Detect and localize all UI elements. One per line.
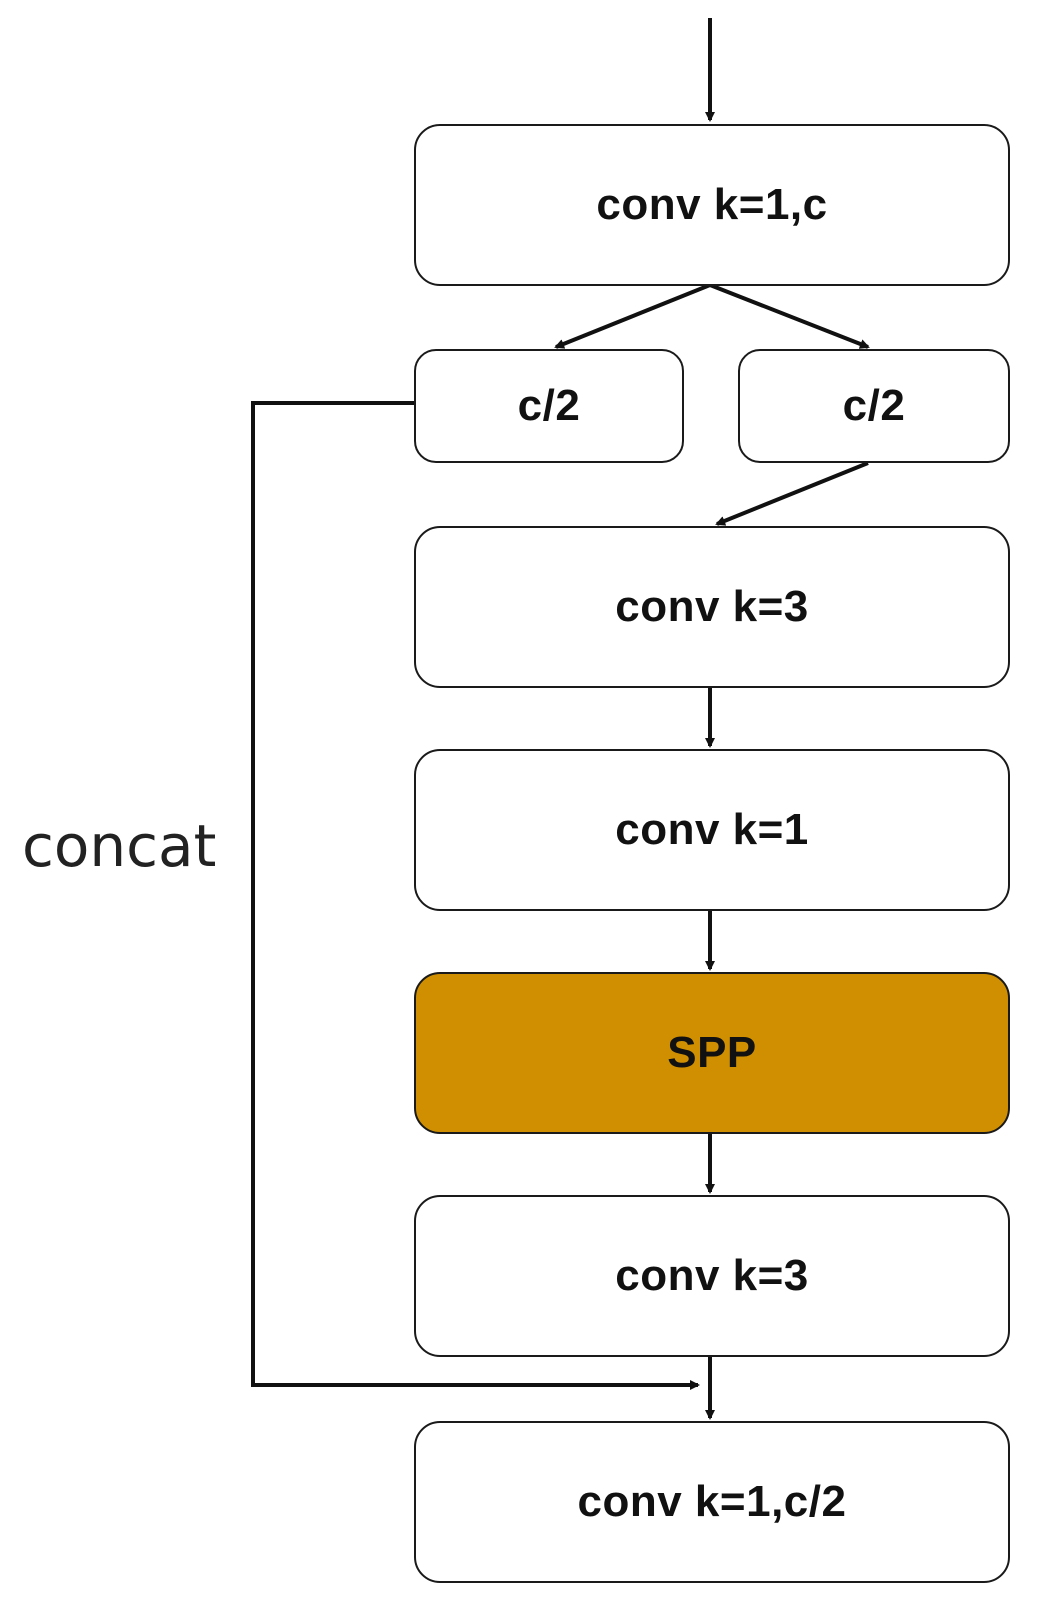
concat-shortcut-path: [251, 401, 700, 1390]
split-arrow-right: [709, 283, 870, 349]
conv-k3-bottom-block: conv k=3: [414, 1195, 1010, 1357]
concat-label: concat: [22, 812, 217, 880]
conv-k1-label: conv k=1: [615, 805, 809, 854]
split-left-label: c/2: [517, 381, 581, 430]
conv-k3-top-block: conv k=3: [414, 526, 1010, 688]
spp-block: SPP: [414, 972, 1010, 1134]
conv-k1-c-block: conv k=1,c: [414, 124, 1010, 286]
branch-to-conv-arrow: [715, 461, 869, 526]
conv-k1-c-label: conv k=1,c: [596, 180, 828, 229]
split-arrow-left: [554, 283, 711, 349]
split-left-block: c/2: [414, 349, 684, 463]
conv-k3-bottom-label: conv k=3: [615, 1251, 809, 1300]
spp-label: SPP: [667, 1028, 757, 1077]
split-right-label: c/2: [842, 381, 906, 430]
conv-k3-top-label: conv k=3: [615, 582, 809, 631]
conv-k1-c2-label: conv k=1,c/2: [577, 1477, 847, 1526]
split-right-block: c/2: [738, 349, 1010, 463]
conv-k1-c2-block: conv k=1,c/2: [414, 1421, 1010, 1583]
conv-k1-block: conv k=1: [414, 749, 1010, 911]
